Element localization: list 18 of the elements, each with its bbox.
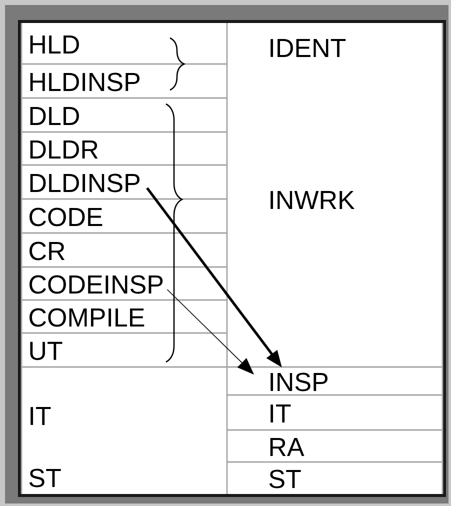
cell-label: CODE [30, 208, 102, 226]
cell-label: IT [30, 407, 51, 425]
cell-label: DLD [30, 107, 79, 125]
cell-label: CODEINSP [30, 275, 163, 294]
cell-label: ST [269, 470, 301, 488]
cell-label: DLDR [30, 140, 98, 158]
cell-label: UT [30, 342, 62, 360]
cell-label: COMPILE [30, 308, 144, 327]
cell-label: RA [270, 438, 304, 456]
cell-label: HLD [30, 36, 79, 54]
cell-label: IDENT [270, 39, 346, 57]
cell-label: CR [30, 242, 65, 260]
cell-label: IT [270, 404, 291, 422]
cell-label: ST [29, 468, 61, 488]
cell-label: INWRK [270, 191, 355, 209]
cell-label: DLDINSP [30, 174, 140, 192]
cell-label: INSP [270, 372, 328, 392]
cell-label: HLDINSP [30, 72, 140, 92]
